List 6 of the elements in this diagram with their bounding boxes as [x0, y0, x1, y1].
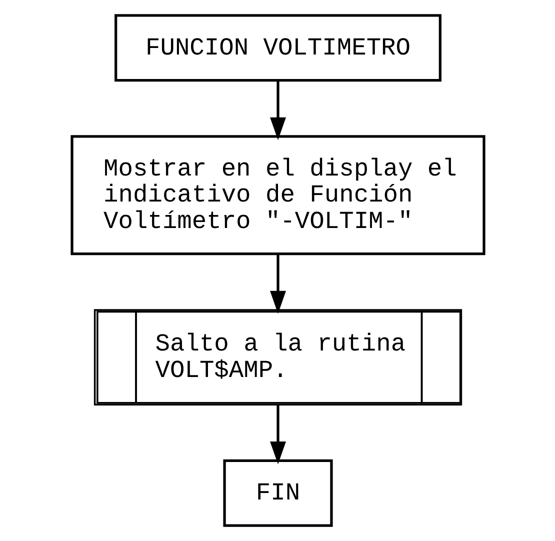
arrow — [270, 254, 286, 314]
node-box: FIN — [222, 459, 332, 527]
arrow — [270, 405, 286, 464]
arrow — [270, 80, 286, 140]
node-box: FUNCION VOLTIMETRO — [114, 14, 441, 82]
node-box: Mostrar en el display el indicativo de Función Voltímetro "-VOLTIM-" — [70, 135, 485, 256]
